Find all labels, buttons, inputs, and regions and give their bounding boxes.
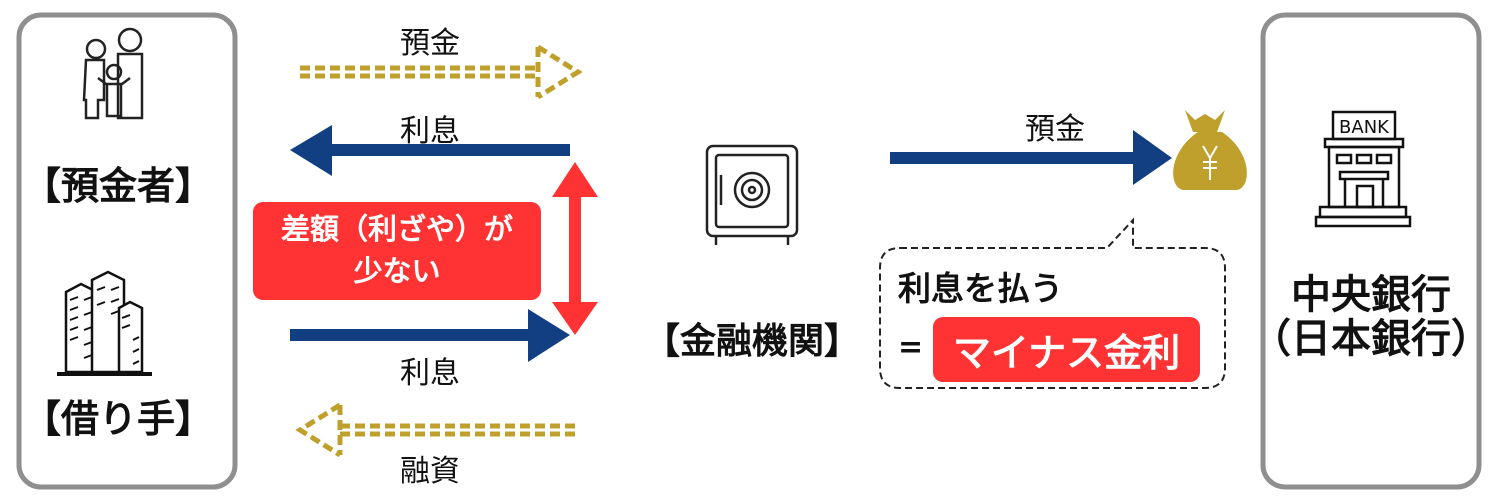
pay-interest-text: 利息を払う — [898, 269, 1063, 308]
interest-to-depositor-arrow — [290, 125, 570, 176]
depositor-label: 【預金者】 — [22, 164, 214, 208]
deposit-to-central-label: 預金 — [1025, 112, 1085, 147]
boj-label: （日本銀行） — [1251, 316, 1491, 362]
negative-rate-text: マイナス金利 — [952, 331, 1181, 375]
equals-sign: = — [898, 330, 924, 365]
interest-from-borrower-arrow — [290, 309, 570, 362]
institution-label: 【金融機関】 — [643, 321, 861, 362]
bank-icon — [1314, 110, 1412, 228]
buildings-icon — [57, 270, 152, 376]
deposit-label: 預金 — [400, 26, 460, 61]
loan-label: 融資 — [400, 454, 460, 489]
spread-note-box — [253, 202, 541, 300]
family-icon — [82, 27, 144, 120]
spread-note: 差額（利ざや）が 少ない — [253, 208, 541, 292]
loan-flow-arrow — [295, 402, 580, 458]
negative-rate-highlight-box — [933, 317, 1200, 382]
borrower-label: 【借り手】 — [22, 397, 214, 441]
interest-top-label: 利息 — [400, 114, 460, 149]
left-panel — [16, 12, 238, 490]
central-bank-label: 中央銀行 — [1291, 272, 1451, 318]
yen-money-bag-icon — [1173, 110, 1247, 190]
right-panel — [1260, 12, 1482, 490]
spread-note-line1: 差額（利ざや）が — [280, 212, 513, 246]
safe-icon — [705, 144, 799, 245]
interest-bottom-label: 利息 — [400, 356, 460, 391]
spread-double-arrow — [552, 162, 598, 335]
deposit-to-central-bank-arrow — [890, 130, 1172, 185]
deposit-flow-arrow — [300, 44, 583, 100]
spread-note-line2: 少ない — [353, 254, 441, 288]
bank-icon-sign: BANK — [1339, 117, 1390, 138]
